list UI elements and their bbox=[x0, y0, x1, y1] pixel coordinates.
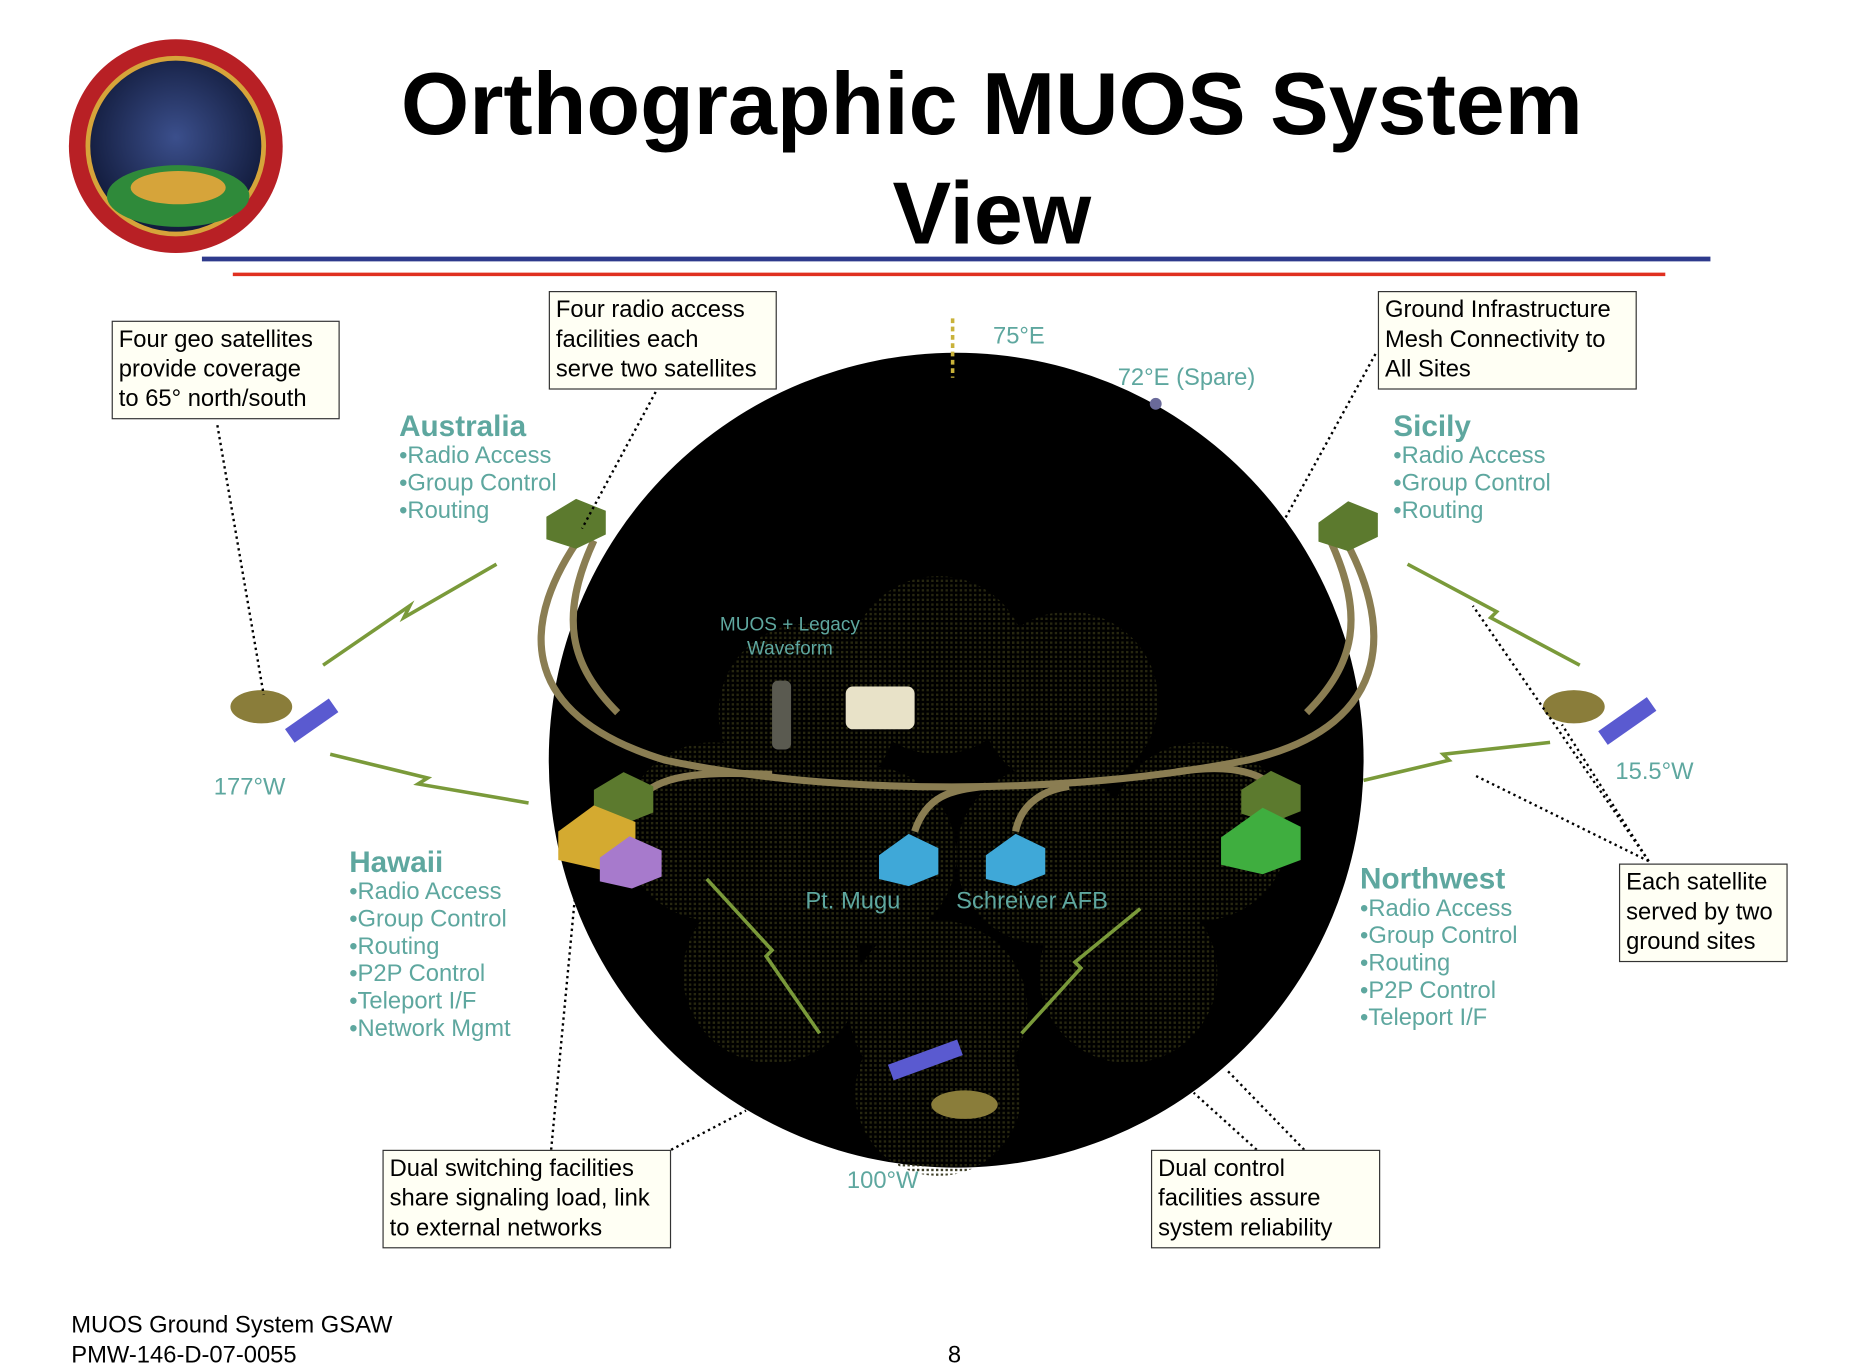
site-function: •Routing bbox=[1360, 950, 1451, 977]
callout-text: Dual control bbox=[1158, 1155, 1285, 1182]
callout-text: share signaling load, link bbox=[389, 1185, 650, 1212]
site-function: •Routing bbox=[349, 933, 440, 960]
site-function: •Network Mgmt bbox=[349, 1015, 511, 1042]
site-australia: Australia •Radio Access•Group Control•Ro… bbox=[399, 410, 557, 525]
site-function: •P2P Control bbox=[1360, 977, 1497, 1004]
site-hawaii: Hawaii •Radio Access•Group Control•Routi… bbox=[349, 846, 510, 1043]
waveform-line: MUOS + Legacy bbox=[719, 615, 860, 636]
ground-mesh-cables bbox=[537, 532, 1378, 833]
title-line-1: Orthographic MUOS System bbox=[400, 54, 1583, 154]
callout-geo-satellites: Four geo satellites provide coverage to 65… bbox=[111, 320, 340, 420]
vehicle-image bbox=[845, 686, 915, 730]
callout-text: ground sites bbox=[1626, 928, 1756, 955]
site-northwest: Northwest •Radio Access•Group Control•Ro… bbox=[1360, 862, 1518, 1032]
site-name: Sicily bbox=[1393, 409, 1471, 444]
facility-label-pt-mugu: Pt. Mugu bbox=[805, 888, 901, 915]
site-function: •Teleport I/F bbox=[349, 988, 477, 1015]
callout-text: Mesh Connectivity to bbox=[1384, 326, 1606, 353]
callout-text: serve two satellites bbox=[555, 356, 757, 383]
site-name: Northwest bbox=[1360, 862, 1506, 896]
callout-text: served by two bbox=[1626, 899, 1773, 926]
site-function: •P2P Control bbox=[349, 960, 486, 988]
title-line-2: View bbox=[892, 163, 1092, 263]
callout-text: Four geo satellites bbox=[118, 326, 313, 353]
satellite-label-177w: 177°W bbox=[213, 774, 286, 801]
callout-text: to 65° north/south bbox=[118, 386, 307, 413]
site-function: •Teleport I/F bbox=[1360, 1004, 1488, 1032]
soldier-image bbox=[772, 680, 792, 750]
footer-left: MUOS Ground System GSAW PMW-146-D-07-005… bbox=[71, 1311, 392, 1370]
site-function: •Group Control bbox=[399, 470, 557, 497]
footer-line-1: MUOS Ground System GSAW bbox=[71, 1312, 393, 1339]
site-function: •Routing bbox=[399, 497, 490, 524]
site-buildings bbox=[546, 498, 1378, 889]
site-function: •Radio Access bbox=[1360, 895, 1513, 922]
site-function: •Group Control bbox=[1393, 470, 1551, 497]
footer-line-2: PMW-146-D-07-0055 bbox=[71, 1342, 297, 1369]
callout-text: Dual switching facilities bbox=[389, 1155, 634, 1182]
callout-text: to external networks bbox=[389, 1215, 603, 1242]
site-function: •Radio Access bbox=[399, 443, 552, 470]
callout-text: Ground Infrastructure bbox=[1384, 296, 1611, 324]
callout-leaders bbox=[216, 353, 1650, 1151]
satellite-label-100w: 100°W bbox=[846, 1167, 919, 1194]
site-sicily: Sicily •Radio Access•Group Control•Routi… bbox=[1393, 410, 1551, 525]
satellite-icons bbox=[230, 690, 1657, 1119]
waveform-line: Waveform bbox=[746, 639, 833, 660]
radio-links bbox=[322, 562, 1581, 1035]
satellite-label-15-5w: 15.5°W bbox=[1615, 759, 1694, 786]
coverage-beams bbox=[623, 576, 1289, 1176]
spare-satellite-icon bbox=[1149, 397, 1162, 410]
callout-text: system reliability bbox=[1158, 1215, 1333, 1242]
page-number: 8 bbox=[947, 1342, 962, 1369]
page-title: Orthographic MUOS System View bbox=[297, 50, 1687, 269]
site-function: •Routing bbox=[1393, 497, 1484, 524]
site-name: Hawaii bbox=[349, 845, 444, 879]
peo-space-systems-logo bbox=[68, 39, 283, 254]
satellite-label-72e-spare: 72°E (Spare) bbox=[1117, 364, 1256, 391]
callout-text: facilities each bbox=[555, 326, 699, 353]
callout-text: Each satellite bbox=[1626, 869, 1768, 896]
callout-text: provide coverage bbox=[118, 356, 302, 383]
site-function: •Radio Access bbox=[1393, 443, 1546, 470]
callout-text: facilities assure bbox=[1158, 1185, 1321, 1212]
site-function: •Group Control bbox=[349, 906, 507, 933]
facility-label-schriever-afb: Schreiver AFB bbox=[956, 888, 1109, 915]
satellite-label-75e: 75°E bbox=[993, 323, 1045, 350]
callout-dual-switching: Dual switching facilities share signaling… bbox=[382, 1149, 672, 1249]
callout-text: Four radio access bbox=[555, 296, 745, 324]
callout-dual-control: Dual control facilities assure system reli… bbox=[1150, 1149, 1381, 1249]
site-function: •Group Control bbox=[1360, 922, 1518, 950]
callout-text: All Sites bbox=[1384, 356, 1471, 383]
site-function: •Radio Access bbox=[349, 878, 502, 906]
site-name: Australia bbox=[399, 409, 527, 444]
